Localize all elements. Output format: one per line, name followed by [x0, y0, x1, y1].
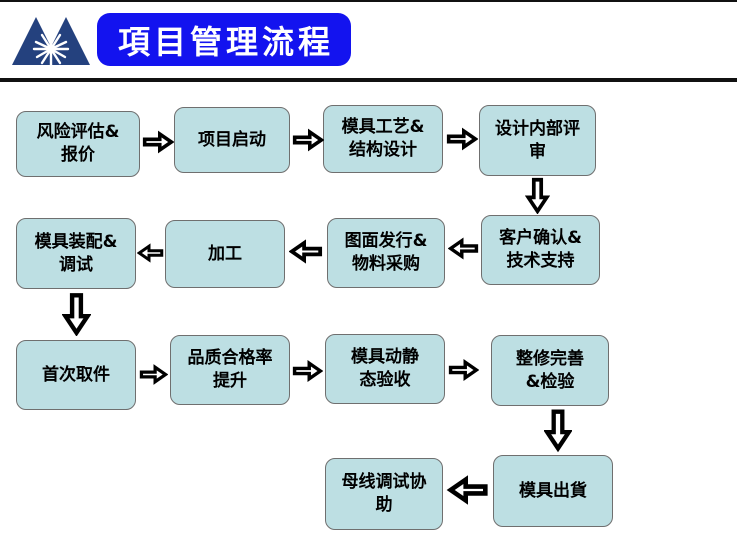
flow-box-label: 图面发行& 物料采购: [344, 231, 428, 274]
flow-box-mold-shipment: 模具出貨: [493, 455, 613, 527]
arrow-right-icon: [142, 130, 174, 154]
arrow-right-icon: [448, 357, 479, 383]
page-title: 項目管理流程: [117, 22, 334, 61]
flow-box-customer-confirm: 客户确认& 技术支持: [481, 215, 600, 285]
flow-box-label: 加工: [208, 243, 242, 264]
flow-box-internal-review: 设计内部评 审: [479, 105, 596, 176]
flow-box-label: 设计内部评 审: [495, 118, 580, 162]
flow-box-assembly-debug: 模具装配& 调试: [16, 218, 136, 289]
flow-box-busbar-debug-support: 母线调试协 助: [325, 458, 443, 530]
flow-box-label: 整修完善 &检验: [516, 348, 584, 392]
arrow-right-icon: [446, 127, 478, 151]
flow-box-label: 母线调试协 助: [341, 472, 427, 515]
company-logo: [10, 8, 92, 70]
flow-box-machining: 加工: [165, 220, 285, 288]
flow-box-label: 模具工艺& 结构设计: [341, 117, 425, 160]
arrow-left-icon: [289, 239, 323, 264]
flow-box-label: 模具装配& 调试: [34, 231, 118, 275]
arrow-down-icon: [525, 177, 550, 214]
arrow-left-icon: [137, 240, 164, 266]
flow-box-label: 项目启动: [198, 129, 266, 150]
flow-box-label: 客户确认& 技术支持: [499, 228, 582, 271]
flow-box-project-start: 项目启动: [174, 107, 290, 173]
arrow-down-icon: [544, 407, 572, 453]
flow-box-label: 品质合格率 提升: [187, 348, 273, 391]
arrow-right-icon: [292, 359, 323, 383]
flow-box-risk-quote: 风险评估& 报价: [16, 111, 140, 177]
flow-box-drawing-purchase: 图面发行& 物料采购: [327, 218, 445, 288]
flow-box-first-trial: 首次取件: [16, 340, 136, 410]
header-divider: [0, 78, 737, 82]
arrow-left-icon: [446, 475, 490, 505]
arrow-right-icon: [139, 362, 168, 387]
arrow-down-icon: [62, 292, 91, 336]
flow-box-label: 模具动静 态验收: [351, 347, 419, 390]
m-starburst-logo-icon: [12, 17, 90, 67]
title-banner: 項目管理流程: [97, 13, 351, 66]
flow-box-label: 模具出貨: [519, 480, 587, 501]
flow-box-acceptance-check: 模具动静 态验收: [325, 334, 445, 404]
flow-box-mold-design: 模具工艺& 结构设计: [323, 105, 443, 173]
flow-box-refine-inspect: 整修完善 &检验: [491, 335, 609, 406]
flow-box-label: 风险评估& 报价: [36, 122, 120, 165]
flow-box-quality-improve: 品质合格率 提升: [170, 335, 290, 405]
top-border-line: [0, 0, 737, 2]
flow-box-label: 首次取件: [42, 364, 110, 385]
arrow-left-icon: [448, 237, 479, 260]
arrow-right-icon: [292, 128, 324, 152]
